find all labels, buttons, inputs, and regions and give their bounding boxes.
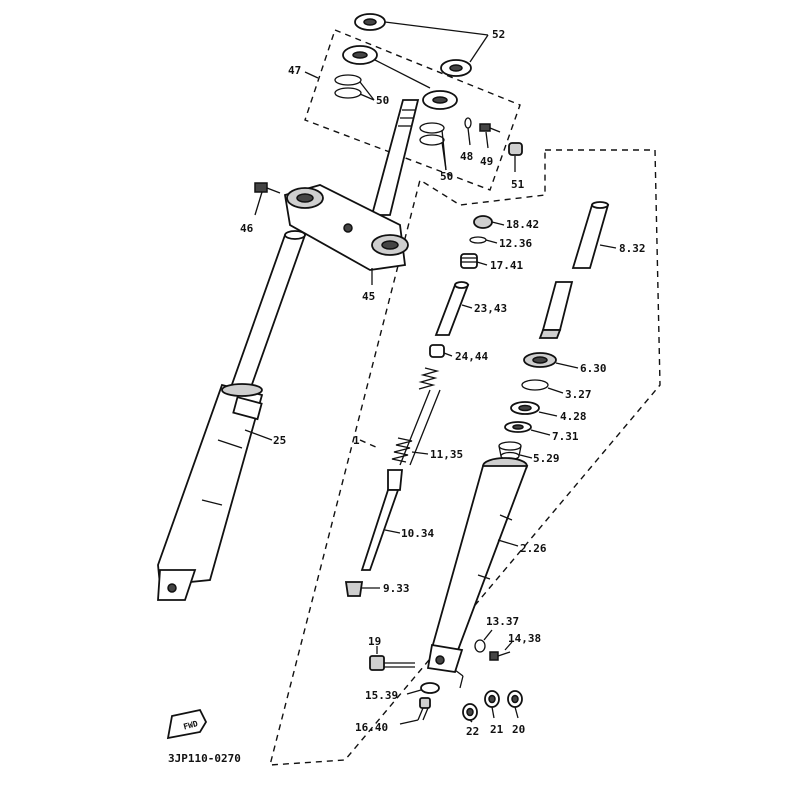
bearing-race-upper [342, 45, 378, 65]
oil-lock-piece-9-33 [344, 581, 364, 597]
oil-seal-52-right [440, 59, 472, 77]
callout-18-42: 18.42 [506, 218, 539, 231]
damper-rod-10-34 [360, 469, 403, 571]
nut-20 [507, 690, 523, 708]
outer-tube-2-26 [426, 457, 529, 674]
washer-15-39 [420, 682, 440, 694]
callout-49: 49 [480, 155, 493, 168]
ball-race-50b-2 [419, 134, 445, 146]
callout-22: 22 [466, 725, 479, 738]
callout-25: 25 [273, 434, 286, 447]
front-fork-assembled-25 [157, 230, 307, 601]
inner-tube-8-32 [538, 201, 610, 339]
callout-51: 51 [511, 178, 525, 191]
callout-10-34: 10.34 [401, 527, 434, 540]
callout-50-lower: 50 [440, 170, 453, 183]
steering-group-outline [304, 29, 521, 191]
oil-seal-4-28 [510, 401, 540, 415]
cap-51 [508, 142, 523, 156]
callout-2-26: 2.26 [520, 542, 547, 555]
drain-screw-14-38 [489, 651, 511, 661]
ball-race-50a-2 [334, 87, 362, 99]
callout-50-upper: 50 [376, 94, 389, 107]
drawing-code: 3JP110-0270 [168, 752, 241, 765]
callout-4-28: 4.28 [560, 410, 587, 423]
callout-48: 48 [460, 150, 473, 163]
callout-5-29: 5.29 [533, 452, 560, 465]
bolt-46 [254, 182, 281, 194]
callout-3-27: 3.27 [565, 388, 592, 401]
slide-bushing-5-29 [498, 441, 522, 461]
callout-19: 19 [368, 635, 381, 648]
fork-spring-11-35 [391, 437, 413, 463]
fork-assembly-outline [269, 149, 661, 766]
bearing-race-lower [422, 90, 458, 110]
callout-16-40: 16.40 [355, 721, 388, 734]
callout-13-37: 13.37 [486, 615, 519, 628]
axle-bolt-19 [369, 655, 415, 671]
under-bracket-45 [283, 184, 409, 271]
fwd-direction-arrow: FWD [166, 708, 208, 740]
callout-47: 47 [288, 64, 301, 77]
callout-45: 45 [362, 290, 375, 303]
callout-52: 52 [492, 28, 505, 41]
washer-22 [462, 703, 478, 721]
washer-7-31 [504, 421, 532, 433]
callout-20: 20 [512, 723, 525, 736]
circlip-3-27 [521, 379, 549, 391]
callout-6-30: 6.30 [580, 362, 607, 375]
callout-14-38: 14,38 [508, 632, 541, 645]
washer-24-44 [429, 344, 445, 358]
callout-1: 1 [353, 434, 360, 447]
callout-8-32: 8.32 [619, 242, 646, 255]
callout-21: 21 [490, 723, 504, 736]
callout-24-44: 24,44 [455, 350, 488, 363]
o-ring-12-36 [469, 236, 487, 244]
dust-seal-6-30 [523, 352, 557, 368]
callout-17-41: 17.41 [490, 259, 523, 272]
steering-stem [370, 99, 420, 216]
callout-23-43: 23,43 [474, 302, 507, 315]
gasket-13-37 [474, 639, 486, 653]
callout-46: 46 [240, 222, 254, 235]
callout-12-36: 12.36 [499, 237, 532, 250]
washer-48 [464, 117, 472, 129]
fwd-label: FWD [182, 719, 198, 731]
plug-17-41 [460, 253, 478, 269]
callout-7-31: 7.31 [552, 430, 579, 443]
callout-15-39: 15.39 [365, 689, 398, 702]
ball-race-50a-1 [334, 74, 362, 86]
cap-bolt-18-42 [473, 215, 493, 229]
washer-21 [484, 690, 500, 708]
ball-race-50b-1 [419, 122, 445, 134]
steering-rod [374, 59, 431, 89]
damper-rod-bolt-16-40 [417, 697, 431, 721]
oil-seal-52-top [354, 13, 386, 31]
rebound-spring [418, 367, 440, 390]
callout-11-35: 11,35 [430, 448, 463, 461]
spacer-23-43 [434, 281, 470, 336]
callout-9-33: 9.33 [383, 582, 410, 595]
bolt-49 [479, 123, 501, 133]
